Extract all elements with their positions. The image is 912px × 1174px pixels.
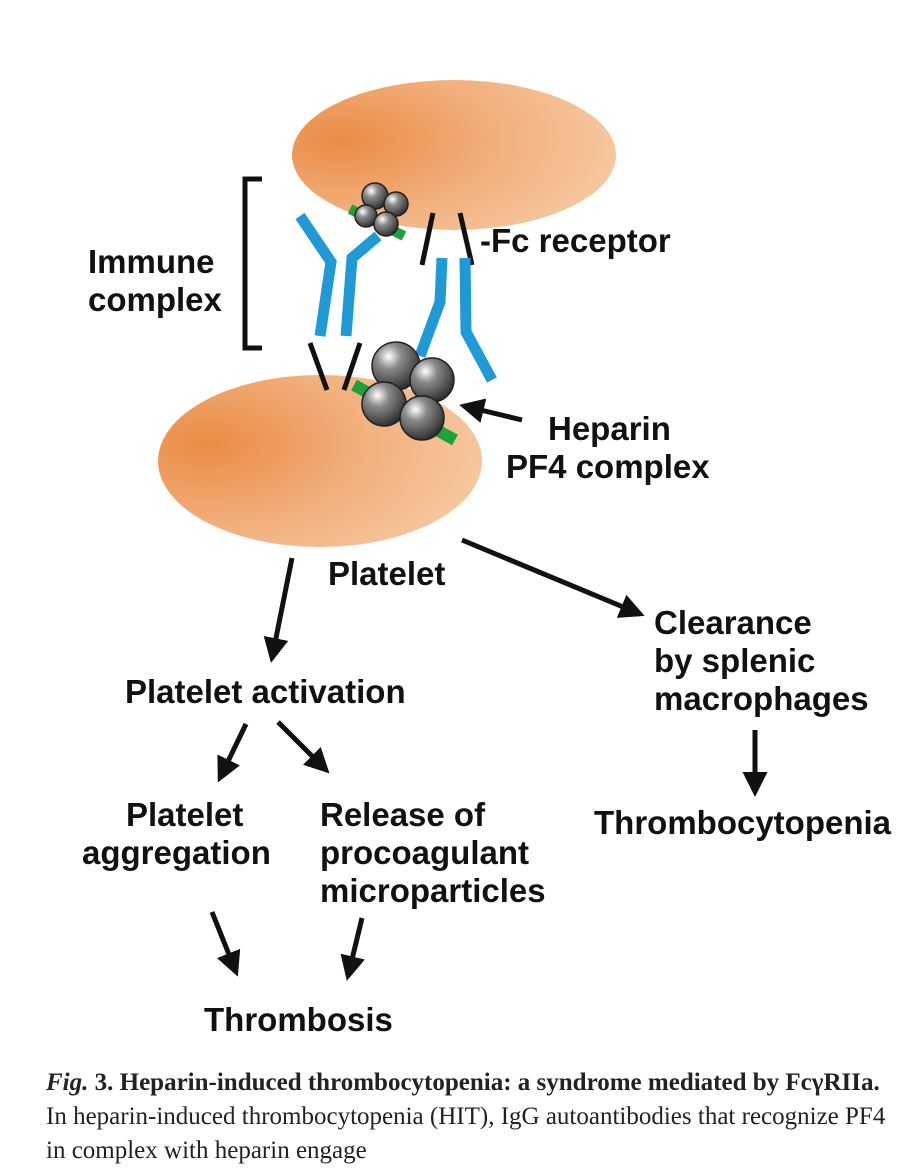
immune-complex-line-1: Immune <box>88 243 215 280</box>
aggregation-to-thrombosis-arrow <box>209 911 241 977</box>
platelet-aggregation-line-2: aggregation <box>82 834 271 871</box>
caption-body: In heparin-induced thrombocytopenia (HIT… <box>46 1103 886 1164</box>
figure-caption: Fig. 3. Heparin-induced thrombocytopenia… <box>46 1066 896 1168</box>
release-line-3: microparticles <box>320 872 546 909</box>
heparin-pf4-line-2: PF4 complex <box>506 448 710 485</box>
caption-fig-label: Fig. <box>46 1069 89 1096</box>
thrombosis-label: Thrombosis <box>204 1001 393 1038</box>
fc-receptor-line <box>307 342 330 391</box>
fc-receptor-label: -Fc receptor <box>480 222 671 259</box>
immune-complex-bracket <box>242 176 262 351</box>
heparin-pointer-arrow <box>459 398 523 423</box>
clearance-label: Clearance by splenic macrophages <box>654 604 869 718</box>
immune-complex-line-2: complex <box>88 281 222 318</box>
pf4-cluster-small <box>354 182 409 237</box>
immune-complex-label: Immune complex <box>88 243 222 319</box>
fc-receptor-line <box>419 212 436 266</box>
platelet-to-activation-arrow <box>263 557 295 663</box>
heparin-pf4-line-1: Heparin <box>548 410 671 447</box>
platelet-label: Platelet <box>328 555 446 592</box>
fc-receptor-line <box>341 342 363 391</box>
igg-antibody-right <box>414 257 497 383</box>
clearance-line-2: by splenic <box>654 642 816 679</box>
pf4-cluster-large <box>361 341 455 441</box>
release-line-1: Release of <box>320 796 486 833</box>
clearance-line-1: Clearance <box>654 604 812 641</box>
platelet-activation-label: Platelet activation <box>125 673 406 710</box>
thrombocytopenia-label: Thrombocytopenia <box>594 804 892 841</box>
clearance-line-3: macrophages <box>654 680 869 717</box>
macrophage-cell <box>292 80 616 230</box>
release-label: Release of procoagulant microparticles <box>320 796 546 910</box>
diagram-canvas <box>158 80 768 981</box>
heparin-pf4-label: Heparin PF4 complex <box>506 410 710 486</box>
caption-title: Fig. 3. Heparin-induced thrombocytopenia… <box>46 1069 880 1096</box>
platelet-aggregation-line-1: Platelet <box>126 796 244 833</box>
caption-title-text: Heparin-induced thrombocytopenia: a synd… <box>119 1069 880 1096</box>
hit-diagram: Immune complex -Fc receptor Heparin PF4 … <box>82 80 892 1038</box>
release-to-thrombosis-arrow <box>340 917 365 981</box>
caption-fig-number: 3. <box>94 1069 114 1096</box>
fc-receptor-line <box>457 212 475 266</box>
igg-antibody-left <box>295 212 382 337</box>
activation-to-release-arrow <box>276 720 330 774</box>
activation-to-aggregation-arrow <box>217 722 249 783</box>
platelet-aggregation-label: Platelet aggregation <box>82 796 271 872</box>
release-line-2: procoagulant <box>320 834 530 871</box>
platelet-to-clearance-arrow <box>461 537 645 618</box>
